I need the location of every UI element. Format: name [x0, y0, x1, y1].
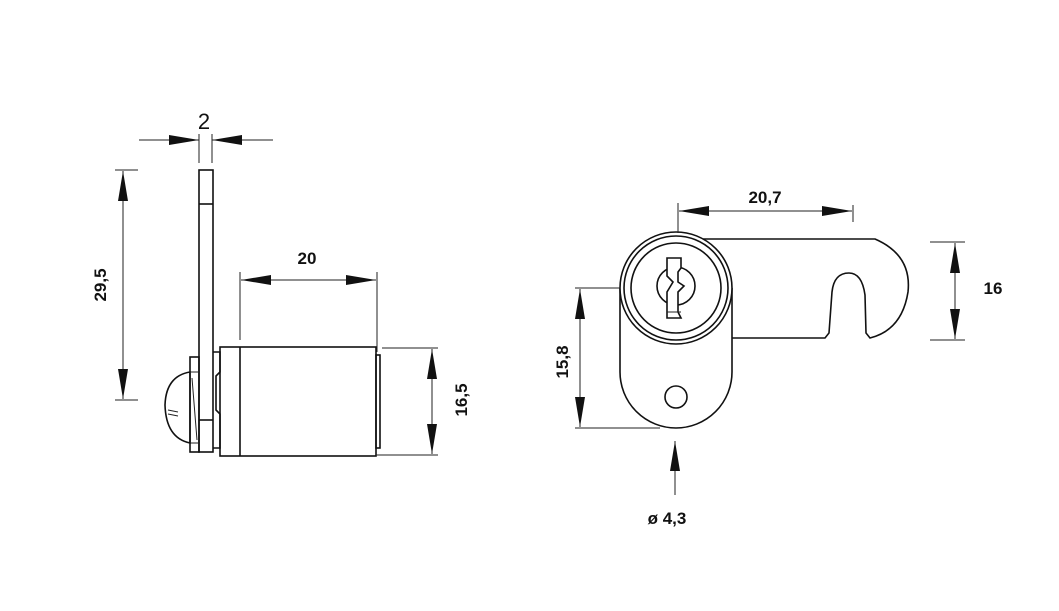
- dimension-height: 29,5: [91, 169, 138, 401]
- front-view: 20,7 16 15,8 ø 4,3: [553, 188, 1002, 528]
- screw-head: [164, 371, 191, 444]
- label-cam-width: 16: [984, 279, 1003, 298]
- cylinder-body: [219, 346, 377, 457]
- label-cam-length: 20,7: [748, 188, 781, 207]
- dimension-hole-diameter: ø 4,3: [648, 441, 687, 528]
- side-view: 2 29,5 20: [91, 109, 471, 457]
- label-plate-thickness: 2: [198, 109, 210, 134]
- label-body-height: 15,8: [553, 345, 572, 378]
- dimension-body-diameter: 16,5: [376, 347, 471, 456]
- dimension-cam-length: 20,7: [677, 188, 854, 233]
- lock-body: [619, 288, 733, 429]
- dimension-cam-width: 16: [930, 241, 1003, 341]
- dimension-length: 20: [239, 249, 378, 352]
- mounting-hole: [664, 385, 688, 409]
- dimension-plate-thickness: 2: [139, 109, 273, 163]
- label-body-diameter: 16,5: [452, 383, 471, 416]
- label-height: 29,5: [91, 268, 110, 301]
- key-slot: [666, 257, 686, 319]
- label-length: 20: [298, 249, 317, 268]
- cylinder-front-cap: [375, 354, 381, 449]
- cam-plate: [198, 169, 214, 453]
- nut: [189, 356, 200, 453]
- cam: [703, 238, 910, 339]
- dimension-body-height: 15,8: [553, 287, 660, 429]
- label-hole-diameter: ø 4,3: [648, 509, 687, 528]
